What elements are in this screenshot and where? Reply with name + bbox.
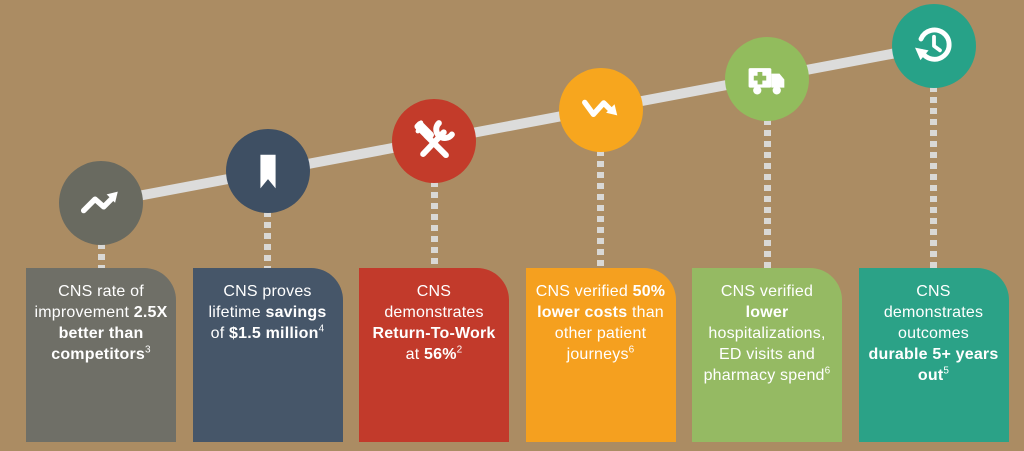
card-text-segment: CNS rate of improvement <box>34 283 144 321</box>
footnote-superscript: 4 <box>318 323 325 335</box>
card-text-segment: hospitalizations, ED visits and pharmacy… <box>703 325 826 384</box>
dotted-connector <box>763 119 771 270</box>
milestone-card-text: CNS demonstrates outcomes durable 5+ yea… <box>859 268 1009 386</box>
tools-icon <box>414 120 455 159</box>
trend-up-icon <box>80 191 118 214</box>
footnote-superscript: 2 <box>456 344 463 356</box>
milestone-card-text: CNS demonstrates Return-To-Work at 56%2 <box>359 268 509 365</box>
milestone-icon-circle-durable-outcomes <box>891 4 976 88</box>
ambulance-icon <box>748 68 785 95</box>
footnote-superscript: 5 <box>943 365 950 377</box>
card-text-segment: 50% lower costs <box>537 283 666 321</box>
milestone-card-text: CNS proves lifetime savings of $1.5 mill… <box>193 268 343 344</box>
dotted-connector <box>97 243 105 270</box>
dotted-connector <box>930 86 937 270</box>
bookmark-icon <box>259 154 276 189</box>
milestone-card-lifetime-savings: CNS proves lifetime savings of $1.5 mill… <box>192 268 343 442</box>
dotted-connector <box>597 150 604 270</box>
milestone-card-lower-costs: CNS verified 50% lower costs than other … <box>525 268 676 442</box>
card-text-segment: 56% <box>424 346 457 363</box>
milestone-icon-circle-lower-utilization <box>725 37 809 121</box>
card-text-segment: $1.5 million <box>229 325 319 342</box>
milestone-card-lower-utilization: CNS verified lower hospitalizations, ED … <box>692 268 842 442</box>
history-clock-icon <box>914 27 952 62</box>
footnote-superscript: 3 <box>145 344 151 356</box>
card-text-segment: CNS demonstrates <box>384 283 484 321</box>
dotted-connector <box>430 181 438 270</box>
trend-down-icon <box>581 99 617 118</box>
milestone-card-text: CNS rate of improvement 2.5X better than… <box>26 268 176 365</box>
card-text-segment: at <box>405 346 424 363</box>
card-text-segment: CNS demonstrates outcomes <box>883 283 984 342</box>
card-text-segment: 2.5X better than competitors <box>51 304 168 363</box>
footnote-superscript: 6 <box>628 344 635 356</box>
milestone-icon-circle-return-to-work <box>392 99 476 183</box>
card-text-segment: Return-To-Work <box>372 325 496 342</box>
card-text-segment: lower <box>745 304 789 321</box>
milestone-card-return-to-work: CNS demonstrates Return-To-Work at 56%2 <box>359 268 509 442</box>
milestone-card-durable-outcomes: CNS demonstrates outcomes durable 5+ yea… <box>858 268 1009 442</box>
card-text-segment: of <box>210 325 230 342</box>
milestone-icon-circle-lower-costs <box>558 68 643 152</box>
milestone-card-improvement-rate: CNS rate of improvement 2.5X better than… <box>26 268 176 442</box>
card-text-segment: than other patient journeys <box>554 304 664 363</box>
milestone-card-text: CNS verified lower hospitalizations, ED … <box>692 268 842 386</box>
card-text-segment: CNS verified <box>720 283 814 300</box>
milestone-icon-circle-lifetime-savings <box>225 129 310 213</box>
milestone-card-text: CNS verified 50% lower costs than other … <box>526 268 676 365</box>
card-text-segment: savings <box>265 304 327 321</box>
footnote-superscript: 6 <box>824 365 831 377</box>
card-text-segment: CNS proves lifetime <box>208 283 312 321</box>
card-text-segment: CNS verified <box>535 283 633 300</box>
dotted-connector <box>264 211 271 270</box>
milestone-icon-circle-improvement-rate <box>59 161 143 245</box>
card-text-segment: durable 5+ years out <box>868 346 999 384</box>
